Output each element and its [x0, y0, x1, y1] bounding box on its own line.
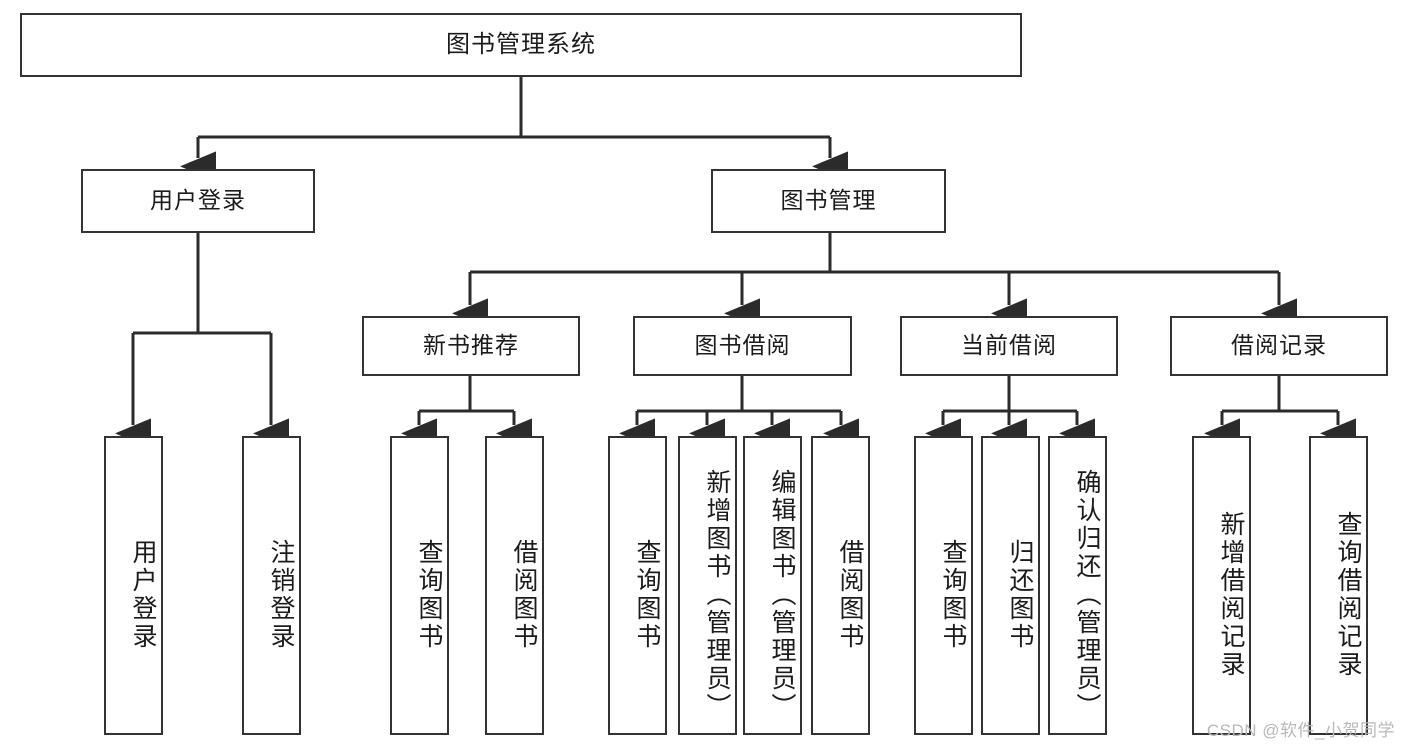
node-root[interactable]: 图书管理系统 [20, 13, 1022, 77]
node-root-label: 图书管理系统 [446, 30, 596, 58]
node-current-borrowing-label: 当前借阅 [961, 332, 1057, 359]
leaf-query-book-borrowing[interactable]: 查询图书 [608, 436, 667, 735]
node-new-book-recommendation-label: 新书推荐 [423, 332, 519, 359]
leaf-add-borrow-record[interactable]: 新增借阅记录 [1192, 436, 1251, 735]
leaf-borrow-book-recommendation-label: 借阅图书 [510, 538, 538, 651]
leaf-borrow-book[interactable]: 借阅图书 [811, 436, 870, 735]
leaf-query-book-borrowing-label: 查询图书 [633, 538, 661, 651]
leaf-query-book-recommendation[interactable]: 查询图书 [390, 436, 449, 735]
node-book-management-label: 图书管理 [780, 187, 877, 214]
leaf-query-book-current-label: 查询图书 [939, 538, 967, 651]
leaf-add-book[interactable]: 新增图书（管理员） [678, 436, 737, 735]
node-new-book-recommendation[interactable]: 新书推荐 [362, 316, 580, 376]
leaf-user-login[interactable]: 用户登录 [104, 436, 163, 735]
node-borrowing-record[interactable]: 借阅记录 [1170, 316, 1388, 376]
leaf-user-logout-label: 注销登录 [267, 538, 295, 651]
node-book-management[interactable]: 图书管理 [711, 169, 946, 233]
leaf-borrow-book-label: 借阅图书 [836, 538, 864, 651]
node-user-login-label: 用户登录 [150, 187, 246, 214]
leaf-user-login-label: 用户登录 [129, 538, 157, 651]
leaf-query-book-current[interactable]: 查询图书 [914, 436, 973, 735]
leaf-query-book-recommendation-label: 查询图书 [415, 538, 443, 651]
leaf-user-logout[interactable]: 注销登录 [242, 436, 301, 735]
leaf-edit-book-label: 编辑图书（管理员） [768, 468, 796, 721]
leaf-add-borrow-record-label: 新增借阅记录 [1217, 510, 1245, 679]
node-user-login[interactable]: 用户登录 [81, 169, 315, 233]
node-book-borrowing-label: 图书借阅 [694, 332, 791, 359]
leaf-return-book[interactable]: 归还图书 [981, 436, 1040, 735]
leaf-query-borrow-record[interactable]: 查询借阅记录 [1309, 436, 1368, 735]
leaf-borrow-book-recommendation[interactable]: 借阅图书 [485, 436, 544, 735]
leaf-add-book-label: 新增图书（管理员） [703, 468, 731, 721]
leaf-query-borrow-record-label: 查询借阅记录 [1334, 510, 1362, 679]
node-current-borrowing[interactable]: 当前借阅 [900, 316, 1118, 376]
leaf-edit-book[interactable]: 编辑图书（管理员） [743, 436, 802, 735]
csdn-watermark: CSDN @软件_小贺同学 [1206, 721, 1395, 740]
leaf-return-book-label: 归还图书 [1006, 538, 1034, 651]
node-book-borrowing[interactable]: 图书借阅 [633, 316, 852, 376]
leaf-confirm-return[interactable]: 确认归还（管理员） [1048, 436, 1107, 735]
leaf-confirm-return-label: 确认归还（管理员） [1073, 468, 1101, 721]
node-borrowing-record-label: 借阅记录 [1231, 332, 1327, 359]
